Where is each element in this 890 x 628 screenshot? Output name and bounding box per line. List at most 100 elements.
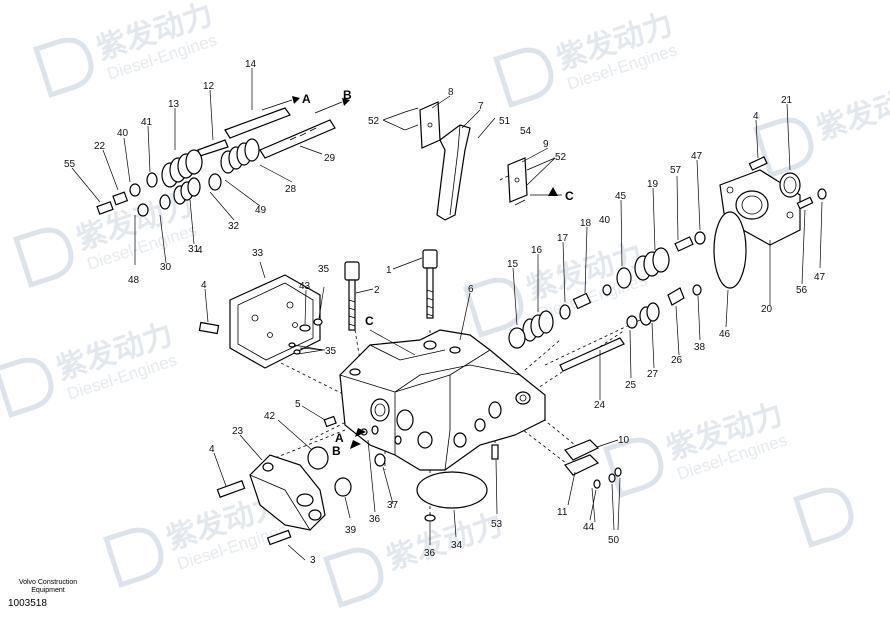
part-label: 26 [671,355,683,366]
part-label: 9 [543,139,549,150]
part-label: 38 [694,342,706,353]
watermark-logo-icon [0,357,54,418]
part-label: 55 [64,159,76,170]
part-label: 37 [387,500,399,511]
part-label: 45 [615,191,627,202]
part-label: 52 [368,116,380,127]
spring [220,138,260,174]
part-label: 51 [499,116,511,127]
port-label-c: C [365,314,374,328]
part-label: 53 [491,519,503,530]
bolts-top [344,249,438,331]
watermark-logo-icon [463,277,524,338]
part-label: 18 [580,218,592,229]
watermark: 紫发动力 [323,507,507,608]
port-arrows [261,96,562,449]
part-label: 48 [128,275,140,286]
part-label: 4 [753,111,759,122]
part-label: 10 [618,435,630,446]
part-label: 36 [424,548,436,559]
part-label: 43 [299,281,311,292]
watermark-cn: 紫发动力 [382,507,507,577]
part-label: 15 [507,259,519,270]
lever-and-brackets [404,101,528,221]
part-label: 47 [814,272,826,283]
part-label: 54 [520,126,532,137]
part-label: 35 [318,264,330,275]
part-label: 5 [295,399,301,410]
part-label: 28 [285,184,297,195]
part-label: 39 [345,525,357,536]
part-label: 36 [369,514,381,525]
part-label: 7 [478,101,484,112]
watermark-layer: 紫发动力 Diesel-Engines 紫发动力 Diesel-Engines … [0,0,890,608]
end-cover [216,454,326,546]
port-letters: A B C C A B [302,88,574,458]
spring [161,149,203,188]
spool-assembly-left [96,107,336,217]
watermark-logo-icon [753,117,814,178]
drawing-number: 1003518 [8,598,47,609]
part-label: 41 [141,117,153,128]
watermark-logo-icon [13,227,74,288]
part-label: 12 [203,81,215,92]
part-label: 35 [325,346,337,357]
cover-plate [198,274,321,369]
part-label: 4 [209,444,215,455]
part-label: 24 [594,400,606,411]
part-label: 40 [599,215,611,226]
watermark-logo-icon [493,47,554,108]
part-label: 21 [781,95,793,106]
part-label: 34 [451,540,463,551]
drawing-caption: Volvo Construction Equipment 1003518 [8,579,88,611]
part-label: 31 [188,244,200,255]
port-label-a: A [335,431,344,445]
part-label: 50 [608,535,620,546]
part-label: 56 [796,285,808,296]
part-label: 17 [557,233,569,244]
watermark-logo-icon [323,547,384,608]
watermark-logo-icon [793,487,854,548]
part-label: 27 [647,369,659,380]
watermark: 紫发动力 Diesel-Engines [603,397,789,498]
part-label: 8 [448,87,454,98]
part-number-labels: 1 2 3 4 4 4 4 5 6 7 8 9 10 11 12 13 14 1… [64,59,826,566]
part-label: 49 [255,205,267,216]
leader-lines [71,68,823,561]
part-label: 29 [324,153,336,164]
watermark: 紫发动力 [753,77,890,178]
valve-body [339,329,546,471]
port-label-b: B [332,444,341,458]
part-label: 4 [197,245,203,256]
part-label: 33 [252,248,264,259]
brand-name-line1: Volvo Construction [18,579,78,586]
part-label: 19 [647,179,659,190]
part-label: 42 [264,411,276,422]
part-label: 3 [310,555,316,566]
part-label: 47 [691,151,703,162]
part-label: 57 [670,165,682,176]
spring [634,247,670,281]
part-label: 1 [386,265,392,276]
watermark-cn: 紫发动力 [812,77,890,147]
small-parts [288,318,622,522]
spring [522,310,554,342]
watermark-logo-icon [33,37,94,98]
part-label: 11 [557,507,568,518]
watermark [793,487,854,548]
part-label: 52 [555,152,567,163]
part-label: 22 [94,141,106,152]
watermark: 紫发动力 Diesel-Engines [33,0,219,98]
part-label: 23 [232,426,244,437]
part-label: 25 [625,380,637,391]
spring [173,177,201,205]
spool-assembly-right [508,211,747,372]
watermark-logo-icon [603,437,664,498]
part-label: 46 [719,329,731,340]
watermark: 紫发动力 Diesel-Engines [493,7,679,108]
part-label: 6 [468,284,474,295]
part-label: 40 [117,128,129,139]
part-label: 30 [160,262,172,273]
part-label: 16 [531,245,543,256]
